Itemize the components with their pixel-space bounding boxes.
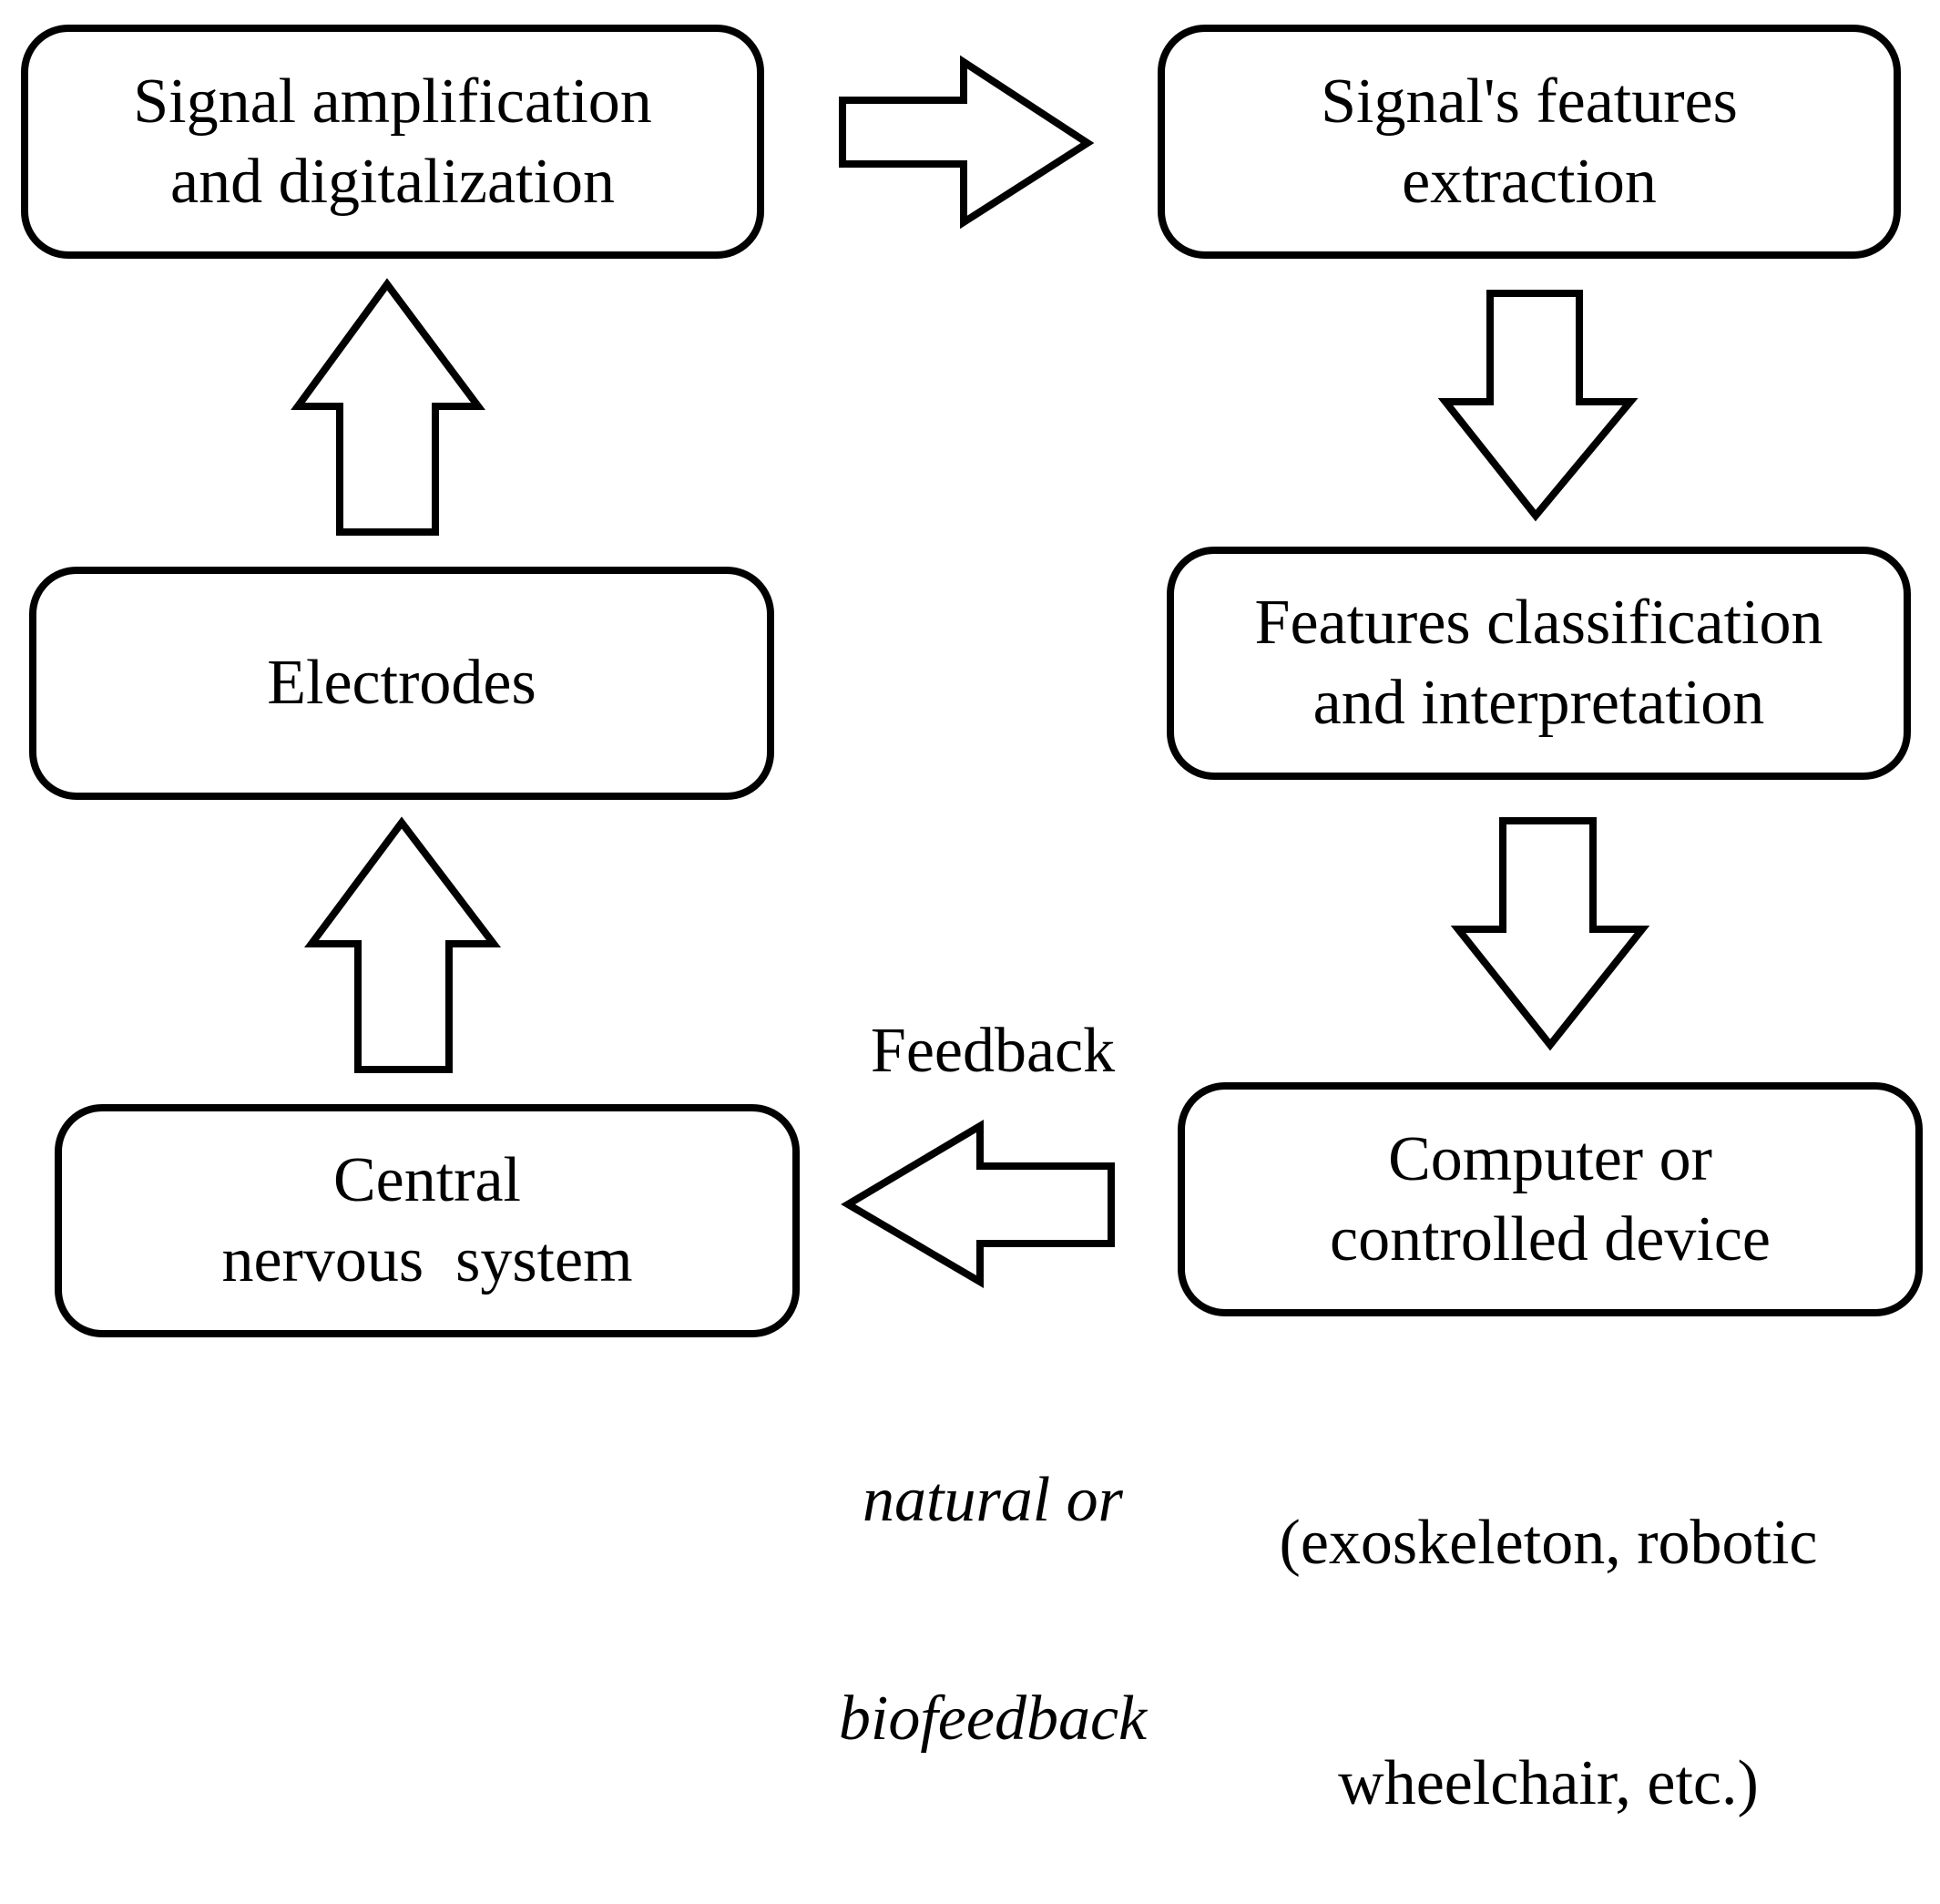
device-examples-label: (exoskeleton, robotic wheelchair, etc.) (1239, 1343, 1858, 1904)
electrodes-label: Electrodes (267, 648, 536, 718)
arrow-up-cns-to-electrodes (304, 816, 502, 1073)
flow-arrows (291, 55, 1650, 1288)
computer-device-box: Computer or controlled device (1178, 1082, 1923, 1316)
features-classification-line1: Features classification (1254, 588, 1823, 658)
features-extraction-box: Signal's features extraction (1158, 25, 1901, 259)
features-classification-box: Features classification and interpretati… (1167, 547, 1911, 780)
features-extraction-line1: Signal's features (1321, 66, 1738, 137)
feedback-type-label: natural or biofeedback (802, 1318, 1184, 1828)
signal-amplification-line2: and digitalization (170, 146, 615, 217)
arrow-down-extraction-to-classification (1437, 290, 1639, 522)
arrow-down-classification-to-computer (1450, 817, 1650, 1051)
feedback-type-line1: natural or (863, 1465, 1123, 1535)
features-classification-line2: and interpretation (1312, 668, 1765, 738)
computer-device-line1: Computer or (1388, 1123, 1712, 1194)
central-nervous-system-box: Central nervous system (55, 1104, 800, 1337)
feedback-type-line2: biofeedback (838, 1684, 1148, 1754)
electrodes-box: Electrodes (29, 567, 774, 800)
cns-line1: Central (332, 1145, 522, 1215)
features-extraction-line2: extraction (1402, 146, 1657, 217)
cns-line2: nervous system (221, 1225, 633, 1295)
signal-amplification-line1: Signal amplification (133, 66, 652, 137)
arrow-up-electrodes-to-amplification (291, 278, 485, 536)
feedback-label: Feedback (870, 1016, 1116, 1086)
computer-device-line2: controlled device (1330, 1203, 1771, 1274)
arrow-right-amplification-to-extraction (839, 55, 1095, 230)
device-examples-line2: wheelchair, etc.) (1338, 1748, 1759, 1818)
signal-amplification-box: Signal amplification and digitalization (21, 25, 764, 259)
arrow-left-feedback (841, 1119, 1115, 1288)
device-examples-line1: (exoskeleton, robotic (1279, 1508, 1818, 1578)
